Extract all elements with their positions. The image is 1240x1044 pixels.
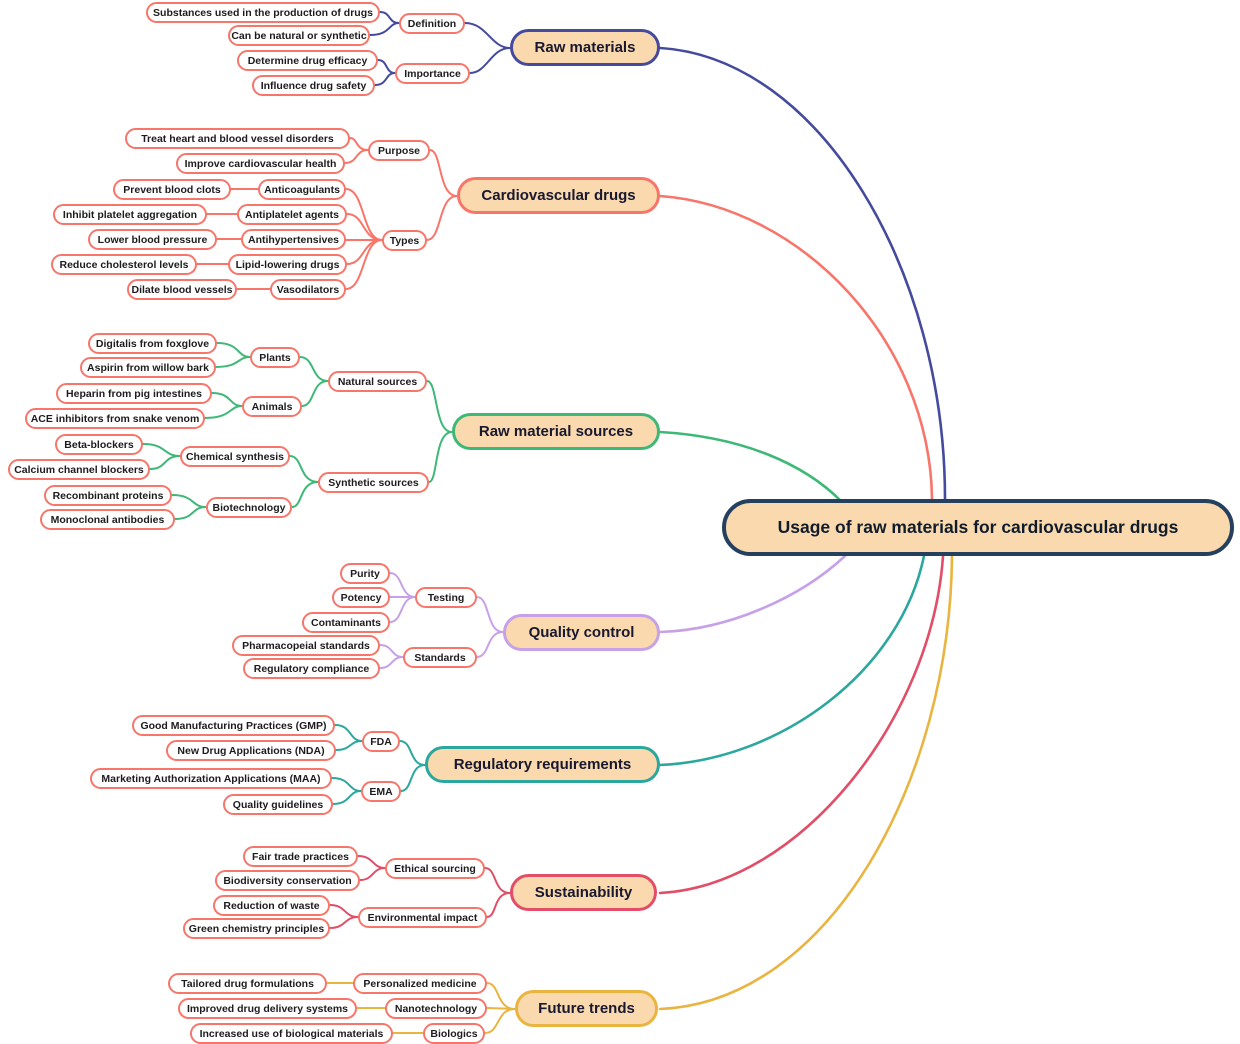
node-standards[interactable]: Standards xyxy=(403,647,477,668)
links-regulatory-requirements xyxy=(331,554,926,805)
leaf-regulatory-compliance[interactable]: Regulatory compliance xyxy=(243,658,380,679)
links-quality-control xyxy=(379,554,847,669)
node-testing[interactable]: Testing xyxy=(415,587,477,608)
leaf-digitalis-foxglove[interactable]: Digitalis from foxglove xyxy=(88,333,217,354)
leaf-contaminants[interactable]: Contaminants xyxy=(302,612,390,633)
leaf-beta-blockers[interactable]: Beta-blockers xyxy=(55,434,143,455)
leaf-maa[interactable]: Marketing Authorization Applications (MA… xyxy=(90,768,332,789)
branch-regulatory-requirements[interactable]: Regulatory requirements xyxy=(425,746,660,783)
node-plants[interactable]: Plants xyxy=(250,347,300,368)
leaf-gmp[interactable]: Good Manufacturing Practices (GMP) xyxy=(132,715,335,736)
node-anticoagulants[interactable]: Anticoagulants xyxy=(258,179,346,200)
node-lipid-lowering-drugs[interactable]: Lipid-lowering drugs xyxy=(228,254,347,275)
leaf-recombinant-proteins[interactable]: Recombinant proteins xyxy=(44,485,172,506)
leaf-quality-guidelines[interactable]: Quality guidelines xyxy=(223,794,333,815)
node-types[interactable]: Types xyxy=(382,230,427,251)
node-purpose[interactable]: Purpose xyxy=(368,140,430,161)
leaf-ace-inhibitors-snake-venom[interactable]: ACE inhibitors from snake venom xyxy=(25,408,205,429)
links-raw-materials xyxy=(369,11,947,501)
node-importance[interactable]: Importance xyxy=(395,63,470,84)
leaf-dilate-blood-vessels[interactable]: Dilate blood vessels xyxy=(127,279,237,300)
leaf-lower-blood-pressure[interactable]: Lower blood pressure xyxy=(88,229,217,250)
leaf-prevent-blood-clots[interactable]: Prevent blood clots xyxy=(113,179,231,200)
leaf-biodiversity-conservation[interactable]: Biodiversity conservation xyxy=(215,870,360,891)
links-raw-material-sources xyxy=(142,342,843,520)
branch-raw-material-sources[interactable]: Raw material sources xyxy=(452,413,660,450)
node-chemical-synthesis[interactable]: Chemical synthesis xyxy=(180,446,290,467)
leaf-aspirin-willow-bark[interactable]: Aspirin from willow bark xyxy=(80,357,216,378)
node-animals[interactable]: Animals xyxy=(242,396,302,417)
leaf-pharmacopeial-standards[interactable]: Pharmacopeial standards xyxy=(232,635,380,656)
leaf-nda[interactable]: New Drug Applications (NDA) xyxy=(166,740,336,761)
node-antiplatelet-agents[interactable]: Antiplatelet agents xyxy=(237,204,347,225)
node-biotechnology[interactable]: Biotechnology xyxy=(206,497,292,518)
links-cardiovascular-drugs xyxy=(196,137,934,501)
branch-quality-control[interactable]: Quality control xyxy=(503,614,660,651)
leaf-reduction-of-waste[interactable]: Reduction of waste xyxy=(213,895,330,916)
node-vasodilators[interactable]: Vasodilators xyxy=(270,279,346,300)
node-fda[interactable]: FDA xyxy=(362,731,400,752)
links-sustainability xyxy=(329,554,945,929)
branch-future-trends[interactable]: Future trends xyxy=(515,990,658,1027)
node-personalized-medicine[interactable]: Personalized medicine xyxy=(353,973,487,994)
node-definition[interactable]: Definition xyxy=(399,13,465,34)
leaf-calcium-channel-blockers[interactable]: Calcium channel blockers xyxy=(8,459,150,480)
branch-cardiovascular-drugs[interactable]: Cardiovascular drugs xyxy=(457,177,660,214)
leaf-influence-safety[interactable]: Influence drug safety xyxy=(252,75,375,96)
leaf-improved-drug-delivery[interactable]: Improved drug delivery systems xyxy=(178,998,357,1019)
leaf-natural-or-synthetic[interactable]: Can be natural or synthetic xyxy=(228,25,370,46)
leaf-improve-cardio-health[interactable]: Improve cardiovascular health xyxy=(176,153,345,174)
branch-raw-materials[interactable]: Raw materials xyxy=(510,29,660,66)
leaf-reduce-cholesterol[interactable]: Reduce cholesterol levels xyxy=(51,254,197,275)
leaf-green-chemistry-principles[interactable]: Green chemistry principles xyxy=(183,918,330,939)
leaf-tailored-drug-formulations[interactable]: Tailored drug formulations xyxy=(168,973,327,994)
node-biologics[interactable]: Biologics xyxy=(423,1023,485,1044)
leaf-substances-used[interactable]: Substances used in the production of dru… xyxy=(146,2,380,23)
leaf-fair-trade-practices[interactable]: Fair trade practices xyxy=(243,846,358,867)
node-nanotechnology[interactable]: Nanotechnology xyxy=(385,998,487,1019)
node-natural-sources[interactable]: Natural sources xyxy=(328,371,427,392)
leaf-purity[interactable]: Purity xyxy=(340,563,390,584)
leaf-increased-biological-materials[interactable]: Increased use of biological materials xyxy=(190,1023,393,1044)
links-future-trends xyxy=(326,554,954,1034)
node-environmental-impact[interactable]: Environmental impact xyxy=(358,907,487,928)
leaf-treat-heart-disorders[interactable]: Treat heart and blood vessel disorders xyxy=(125,128,350,149)
leaf-determine-efficacy[interactable]: Determine drug efficacy xyxy=(237,50,378,71)
node-ema[interactable]: EMA xyxy=(361,781,401,802)
leaf-inhibit-platelet-aggregation[interactable]: Inhibit platelet aggregation xyxy=(53,204,207,225)
node-synthetic-sources[interactable]: Synthetic sources xyxy=(318,472,429,493)
leaf-monoclonal-antibodies[interactable]: Monoclonal antibodies xyxy=(40,509,175,530)
node-antihypertensives[interactable]: Antihypertensives xyxy=(241,229,346,250)
branch-sustainability[interactable]: Sustainability xyxy=(510,874,657,911)
leaf-heparin-pig-intestines[interactable]: Heparin from pig intestines xyxy=(56,383,212,404)
central-node[interactable]: Usage of raw materials for cardiovascula… xyxy=(722,499,1234,556)
leaf-potency[interactable]: Potency xyxy=(332,587,390,608)
node-ethical-sourcing[interactable]: Ethical sourcing xyxy=(385,858,485,879)
